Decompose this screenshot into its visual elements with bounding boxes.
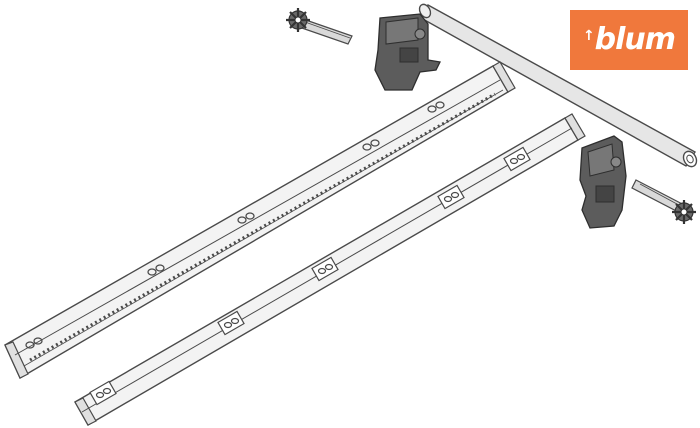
pinion-gear-top: [286, 8, 353, 45]
brand-logo: ↑ blum: [570, 10, 688, 70]
logo-text: blum: [594, 22, 676, 57]
logo-wordmark: ↑ blum: [582, 22, 676, 57]
synchronization-rod: [418, 3, 698, 168]
drawer-runner-left: [4, 61, 516, 379]
logo-arrow-icon: ↑: [582, 28, 595, 44]
pinion-bracket-right: [579, 135, 627, 229]
pinion-gear-right: [631, 179, 696, 224]
pinion-bracket-top: [374, 13, 441, 91]
drawer-runner-right: [74, 113, 586, 426]
